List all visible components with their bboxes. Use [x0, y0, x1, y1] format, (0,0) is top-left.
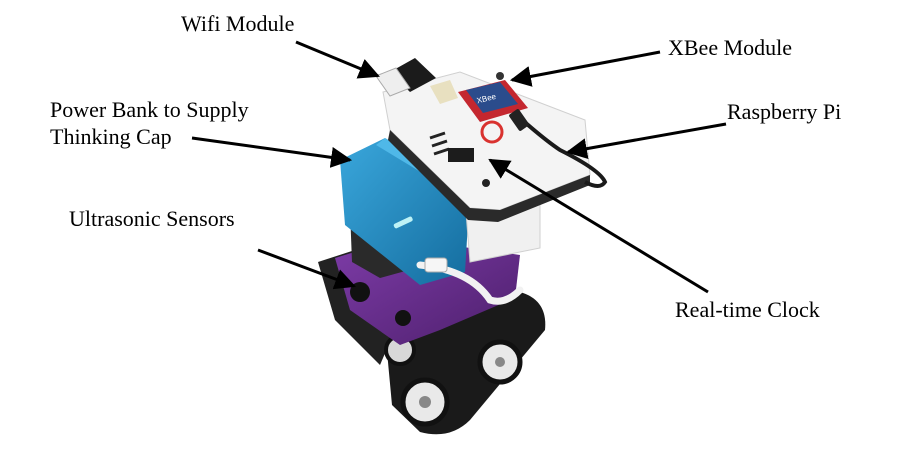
label-ultrasonic-sensors: Ultrasonic Sensors: [69, 206, 235, 231]
label-xbee-module: XBee Module: [668, 35, 793, 60]
raspberry-pi-cable: [509, 109, 608, 188]
label-wifi-module: Wifi Module: [181, 11, 295, 36]
arrow-xbee: [509, 50, 661, 87]
xbee-board: XBee: [458, 72, 528, 122]
label-raspberry-pi: Raspberry Pi: [727, 99, 842, 124]
label-power-bank: Power Bank to Supply Thinking Cap: [50, 96, 249, 150]
label-power-bank-line1: Power Bank to Supply: [50, 97, 249, 122]
arrow-ultrasonic: [257, 248, 356, 290]
rtc-chip: [448, 148, 474, 162]
label-power-bank-line2: Thinking Cap: [50, 124, 172, 149]
arrow-wifi: [295, 40, 380, 79]
leader-arrows: [191, 40, 727, 294]
label-real-time-clock: Real-time Clock: [675, 297, 820, 322]
arrow-rtc: [488, 158, 709, 294]
white-case: [382, 71, 591, 263]
arrow-power-bank: [191, 136, 353, 168]
arrow-raspberry-pi: [565, 122, 727, 160]
wifi-dongle: [375, 58, 458, 104]
